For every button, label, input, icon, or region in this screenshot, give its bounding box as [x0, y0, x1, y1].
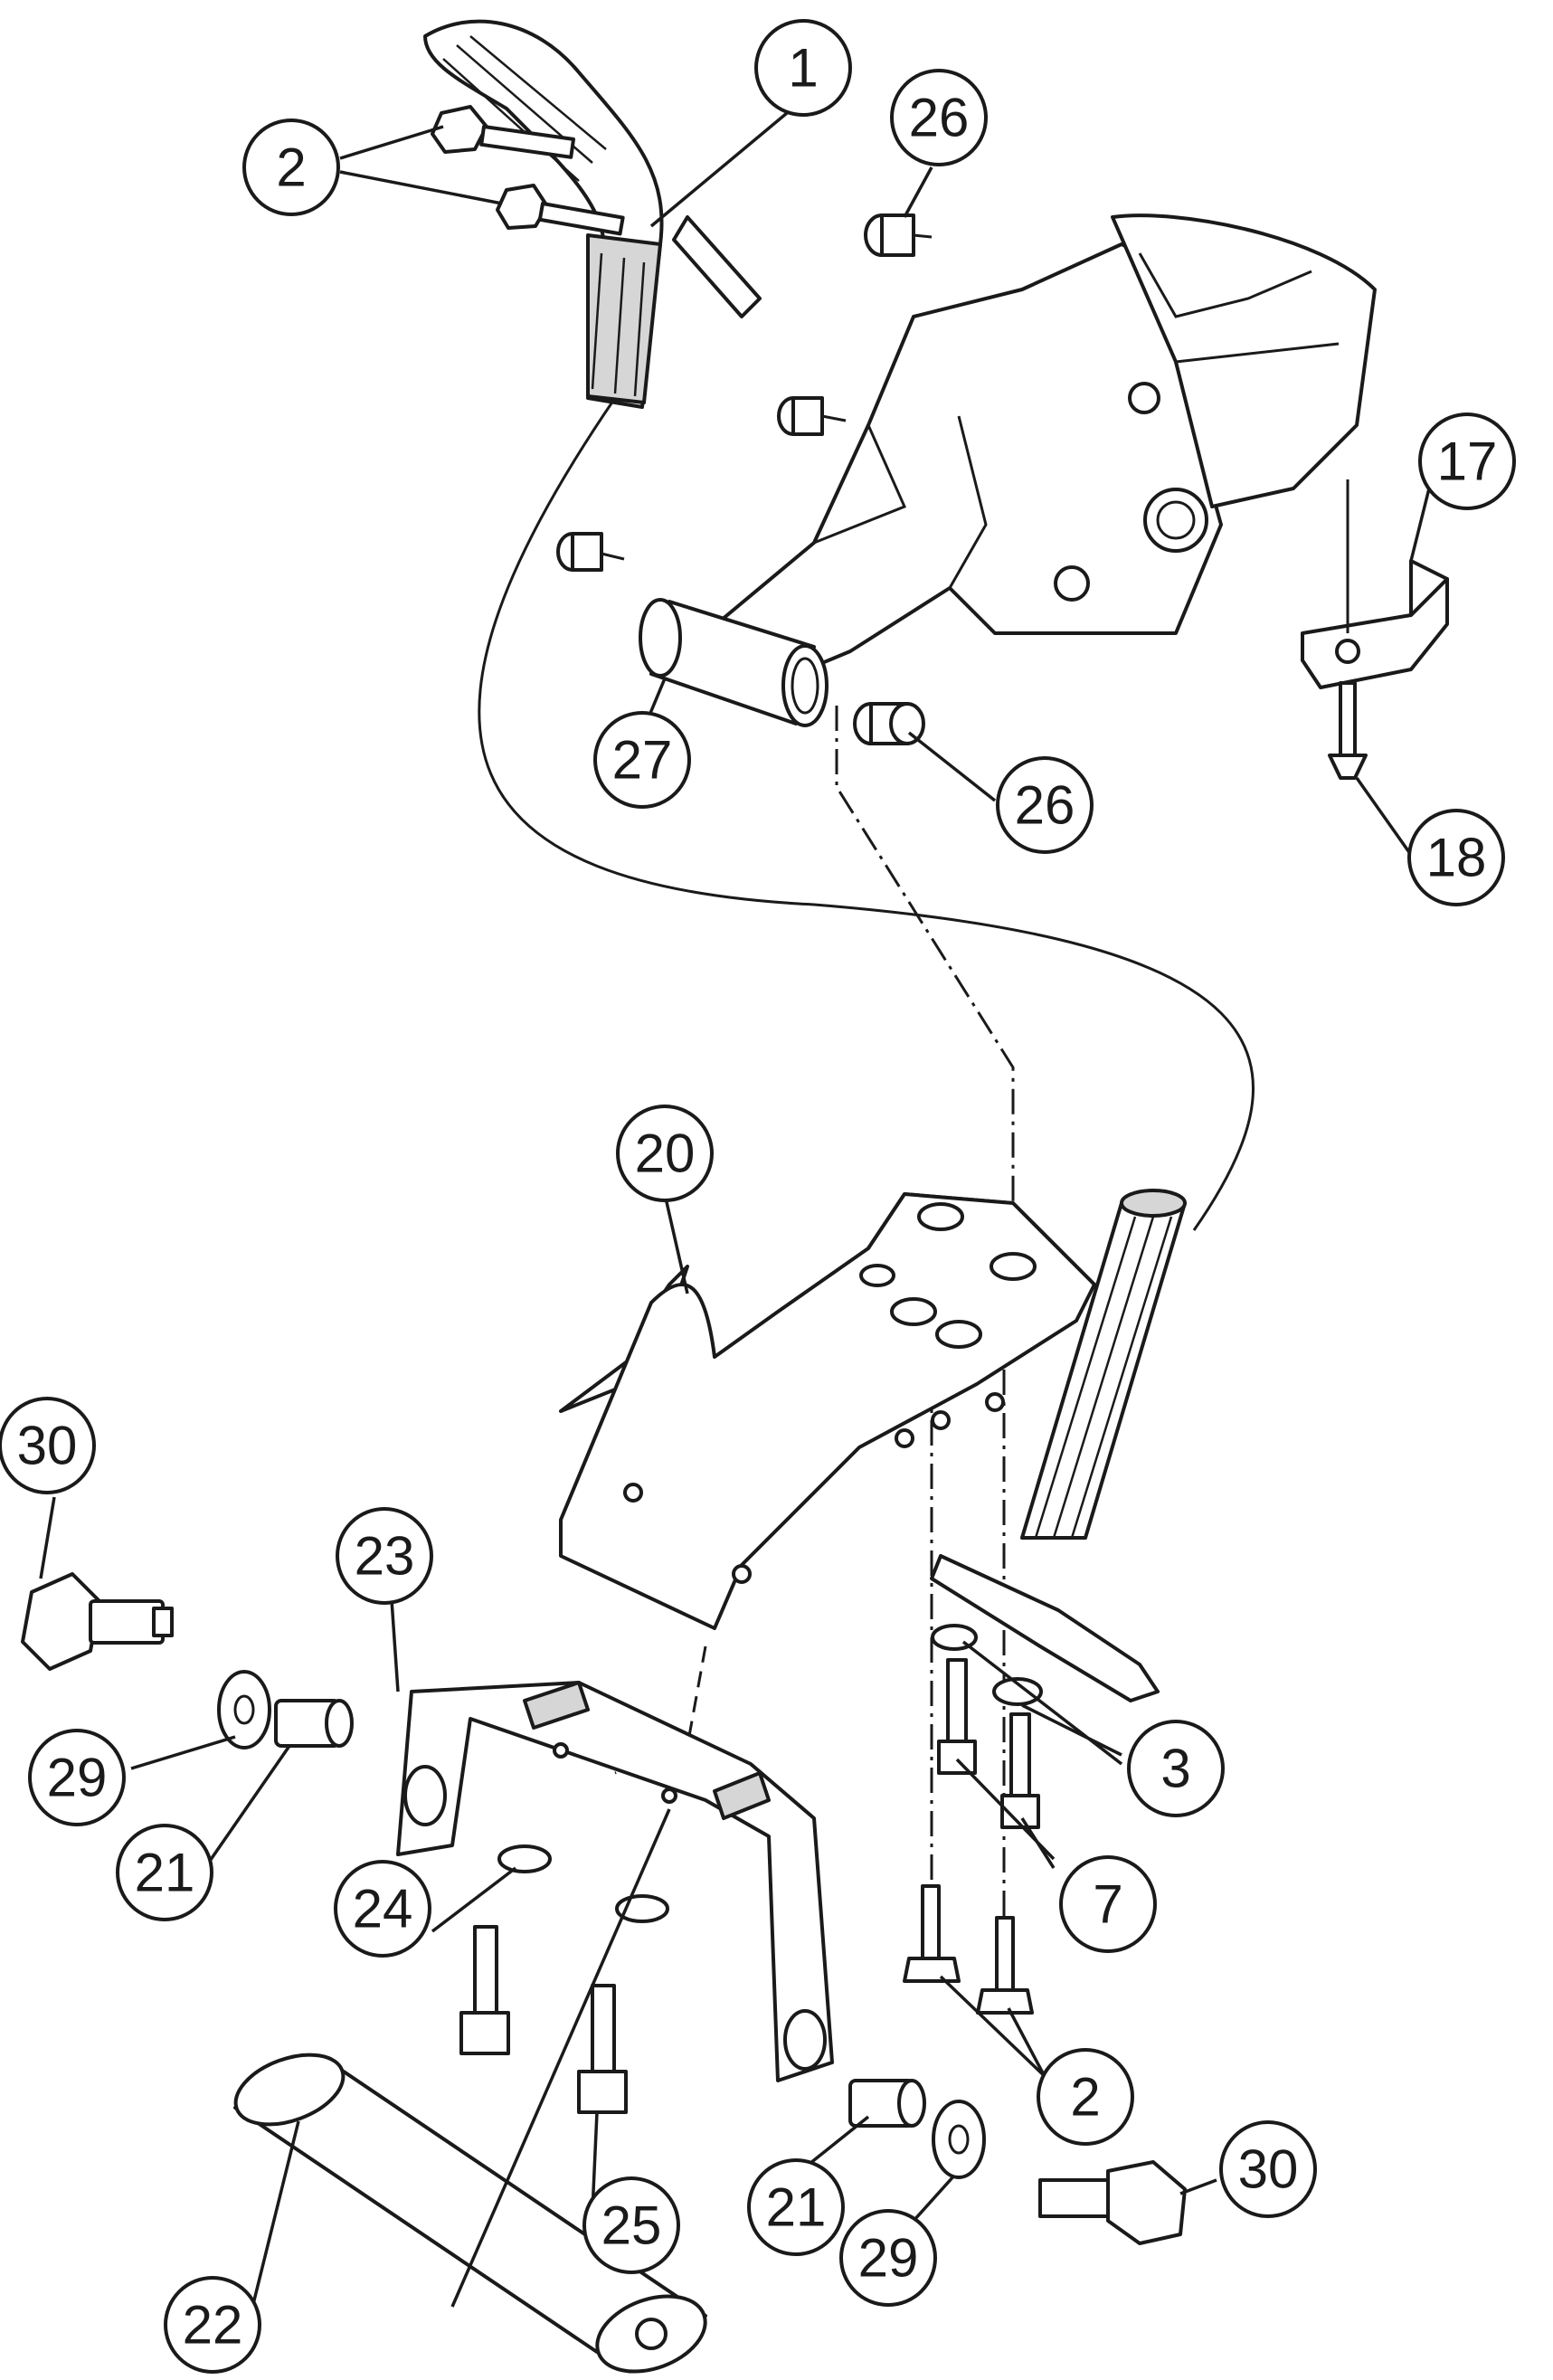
callout-30-left: 30 [0, 1397, 96, 1494]
washer-29-left [217, 1670, 271, 1749]
connecting-cable [478, 397, 1255, 1231]
callout-30-right: 30 [1219, 2120, 1317, 2218]
screw-18-part [1328, 681, 1368, 780]
callout-18: 18 [1407, 809, 1505, 906]
washer-29-right [932, 2100, 986, 2179]
lower-screws-part [903, 1884, 1034, 2015]
callout-7: 7 [1059, 1855, 1157, 1953]
callout-29-left-label: 29 [47, 1748, 108, 1808]
callout-20-label: 20 [635, 1124, 696, 1184]
callout-26-lower-label: 26 [1015, 775, 1075, 836]
callout-2-lower: 2 [1037, 2048, 1134, 2146]
callout-1: 1 [754, 19, 852, 117]
damper-26-upper [864, 213, 933, 257]
assembly-axis-upper [835, 706, 1015, 1239]
callout-25-label: 25 [601, 2195, 662, 2256]
washers-3-part [931, 1624, 1043, 1706]
callout-21-left: 21 [116, 1824, 213, 1921]
callout-30-right-label: 30 [1238, 2139, 1299, 2200]
callout-26-lower: 26 [996, 756, 1094, 854]
callout-21-right: 21 [747, 2158, 845, 2256]
callout-21-left-label: 21 [135, 1843, 195, 1903]
damper-26-lower [853, 702, 925, 745]
callout-20: 20 [616, 1105, 714, 1202]
callout-22-label: 22 [183, 2295, 243, 2356]
callout-26-upper: 26 [890, 69, 988, 166]
callout-23-label: 23 [355, 1526, 415, 1587]
callout-24: 24 [334, 1860, 431, 1958]
callout-3: 3 [1127, 1720, 1225, 1817]
callout-2-lower-label: 2 [1070, 2067, 1100, 2128]
leader-lines [39, 98, 1431, 2312]
callout-29-left: 29 [28, 1729, 126, 1826]
screws-7-part [937, 1658, 1040, 1829]
bar-grip-22-part [233, 2053, 707, 2374]
damper-left [556, 532, 625, 572]
washer-24-part [497, 1844, 669, 1923]
callout-22: 22 [164, 2276, 261, 2374]
callout-7-label: 7 [1093, 1874, 1122, 1935]
bolt-30-right [1038, 2160, 1187, 2245]
bar-bracket-23-part [396, 1681, 834, 2082]
screws-25-part [459, 1925, 628, 2114]
callout-23: 23 [336, 1507, 433, 1605]
callout-26-upper-label: 26 [909, 88, 970, 148]
damper-middle [777, 396, 847, 436]
callout-29-right: 29 [839, 2209, 937, 2307]
callout-24-label: 24 [353, 1879, 413, 1939]
callout-2-upper: 2 [242, 119, 340, 216]
plate-17-part [1301, 479, 1449, 689]
callout-17-label: 17 [1437, 431, 1498, 492]
bolt-30-left [21, 1572, 174, 1671]
engine-housing-part [704, 213, 1377, 698]
callout-2-upper-label: 2 [276, 137, 306, 198]
front-handle-grip-part [423, 19, 762, 409]
bracket-20-part [559, 1192, 1096, 1630]
callout-17: 17 [1418, 412, 1516, 510]
callout-25: 25 [582, 2176, 680, 2274]
callout-27-label: 27 [612, 730, 673, 791]
callout-27: 27 [593, 711, 691, 809]
bushing-21-left [274, 1699, 354, 1748]
sleeve-27-part [639, 598, 829, 727]
upper-screws-part [431, 105, 625, 236]
lower-grip-part [930, 1189, 1187, 1702]
bushing-21-right [848, 2079, 926, 2128]
callout-1-label: 1 [788, 38, 818, 99]
callout-29-right-label: 29 [858, 2228, 919, 2289]
callout-18-label: 18 [1426, 828, 1487, 888]
callout-3-label: 3 [1160, 1739, 1190, 1799]
callout-21-right-label: 21 [766, 2177, 827, 2238]
callout-30-left-label: 30 [17, 1416, 78, 1476]
